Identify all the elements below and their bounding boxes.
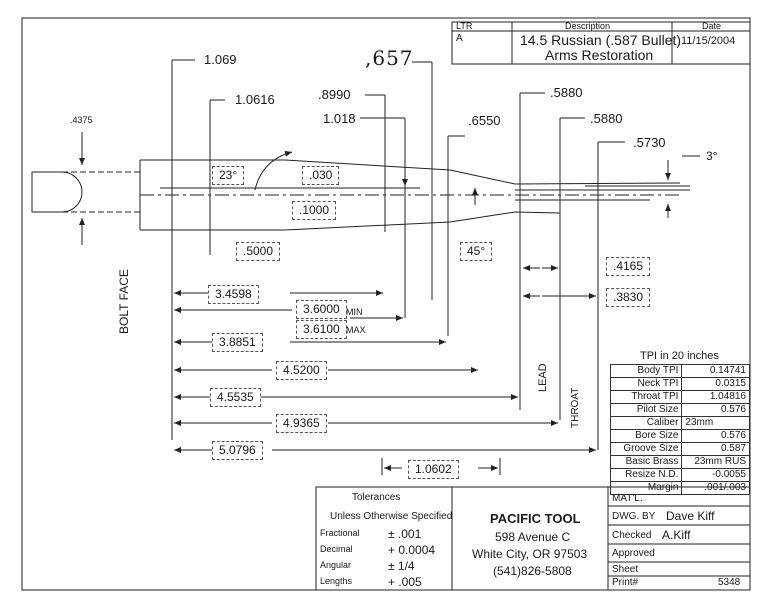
tpi-row-label: Bore Size [609, 429, 683, 443]
tpi-row-value: 23mm [681, 416, 750, 430]
tpi-row-label: Neck TPI [609, 377, 683, 391]
checked-value: A.Kiff [662, 528, 691, 542]
dim-23deg: 23° [212, 166, 245, 186]
tolerance-value: + 0.0004 [388, 543, 436, 557]
date-label: Date [702, 21, 722, 31]
dim-34598: 3.4598 [208, 285, 259, 305]
tpi-row-label: Resize N.D. [609, 468, 683, 482]
tpi-row-value: 0.14741 [681, 364, 750, 378]
tpi-row-label: Basic Brass [609, 455, 683, 469]
tpi-row-value: -0.0055 [681, 468, 750, 482]
description-label: Description [565, 21, 611, 31]
dim-38851: 3.8851 [212, 333, 263, 353]
dim-49365: 4.9365 [276, 414, 327, 434]
dim-45200: 4.5200 [276, 361, 327, 381]
tpi-row-value: 0.0315 [681, 377, 750, 391]
dim-10616: 1.0616 [235, 92, 275, 107]
date-value: 11/15/2004 [681, 35, 736, 47]
ltr-label: LTR [456, 21, 473, 31]
bolt-face-stub [31, 171, 83, 213]
dim-1018: 1.018 [323, 111, 356, 126]
lead-label: LEAD [537, 363, 549, 392]
tpi-row-value: .001/.003 [681, 481, 750, 495]
dim-657-handwritten: ,657 [365, 46, 414, 70]
min-label: MIN [346, 307, 363, 317]
print-label: Print# [612, 577, 639, 588]
dim-4165: .4165 [606, 257, 651, 277]
throat-label: THROAT [570, 387, 581, 428]
dim-8990: .8990 [318, 87, 351, 102]
dim-5880-b: .5880 [590, 111, 623, 126]
tolerance-value: + .005 [388, 575, 422, 589]
dim-5880-a: .5880 [550, 85, 583, 100]
tolerances-title: Tolerances [352, 492, 401, 503]
dim-45535: 4.5535 [210, 388, 261, 408]
tpi-row-value: 1.04816 [681, 390, 750, 404]
dim-1069: 1.069 [204, 52, 237, 67]
tolerances-subtitle: Unless Otherwise Specified [330, 511, 453, 522]
description-line1: 14.5 Russian (.587 Bullet) [520, 32, 682, 48]
dwg-by-value: Dave Kiff [666, 509, 715, 523]
max-label: MAX [346, 325, 366, 335]
tpi-row-label: Margin [609, 481, 683, 495]
tpi-row: Margin.001/.003 [609, 481, 750, 495]
tpi-row-value: 0.576 [681, 429, 750, 443]
checked-label: Checked [612, 530, 652, 541]
chamber-profile-lower [140, 211, 561, 231]
tpi-row-value: 23mm RUS [681, 455, 750, 469]
matl-label: MAT'L. [612, 493, 643, 504]
tpi-row-value: 0.576 [681, 403, 750, 417]
dim-3deg: 3° [706, 149, 718, 163]
dim-10602: 1.0602 [408, 460, 459, 480]
dim-1000: .1000 [292, 201, 337, 221]
tpi-row-label: Throat TPI [609, 390, 683, 404]
chamber-profile-upper [140, 159, 681, 185]
dim-4375: .4375 [70, 115, 93, 125]
dim-36100: 3.6100 [296, 320, 347, 340]
dim-36000: 3.6000 [296, 300, 347, 320]
ltr-value: A [456, 33, 463, 44]
tolerance-label: Lengths [320, 576, 353, 586]
sheet-label: Sheet [612, 564, 639, 575]
company-phone: (541)826-5808 [493, 564, 572, 578]
tpi-heading: TPI in 20 inches [640, 350, 719, 362]
tolerance-value: ± 1/4 [388, 559, 415, 573]
company-name: PACIFIC TOOL [490, 511, 581, 526]
approved-label: Approved [612, 548, 655, 559]
tolerance-label: Angular [320, 560, 352, 570]
description-line2: Arms Restoration [545, 47, 654, 63]
company-address2: White City, OR 97503 [472, 547, 588, 561]
tpi-row-label: Groove Size [609, 442, 683, 456]
print-value: 5348 [718, 577, 741, 588]
tolerance-label: Fractional [320, 528, 360, 538]
dim-3830: .3830 [606, 288, 651, 308]
dim-45deg: 45° [460, 242, 493, 262]
tolerance-label: Decimal [320, 544, 353, 554]
tpi-row: Resize N.D.-0.0055 [609, 468, 750, 482]
tolerance-value: ± .001 [388, 527, 422, 541]
tpi-row-label: Pilot Size [609, 403, 683, 417]
dwg-by-label: DWG. BY [612, 511, 656, 522]
tpi-row-label: Caliber [609, 416, 683, 430]
dim-5000: .5000 [236, 242, 281, 262]
bolt-face-label: BOLT FACE [117, 269, 131, 334]
company-address1: 598 Avenue C [495, 530, 571, 544]
dim-6550: .6550 [468, 113, 501, 128]
tpi-row-label: Body TPI [609, 364, 683, 378]
dim-030: .030 [302, 166, 340, 186]
dim-50796: 5.0796 [212, 441, 263, 461]
dim-5730: .5730 [633, 135, 666, 150]
tpi-row-value: 0.587 [681, 442, 750, 456]
